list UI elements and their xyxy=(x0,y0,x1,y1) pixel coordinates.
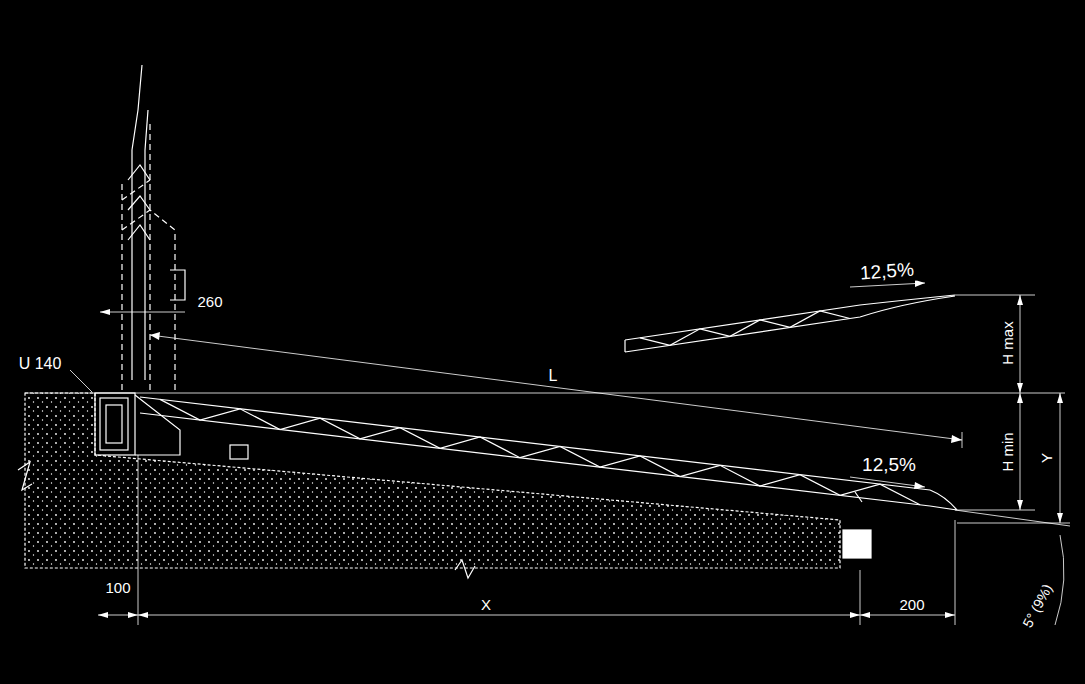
u-frame-inner xyxy=(100,398,128,450)
leveler-lip xyxy=(855,490,957,510)
support-block xyxy=(230,445,248,459)
dimension-label: 260 xyxy=(195,294,224,311)
door-bracket xyxy=(170,270,185,300)
dimension-label: 12,5% xyxy=(860,455,918,476)
bumper-block xyxy=(843,530,871,558)
dimension-line xyxy=(150,335,962,448)
angle-arc xyxy=(1055,535,1064,625)
extension-line xyxy=(955,295,1070,523)
slope-line xyxy=(955,510,1070,526)
raised-truss-web xyxy=(640,311,850,345)
dimension-label: H min xyxy=(1000,430,1017,473)
leveler-deck xyxy=(140,397,930,506)
arrowhead xyxy=(98,612,955,618)
raised-leveler xyxy=(625,295,955,352)
hinge-bracket xyxy=(135,395,180,455)
dock-level-line xyxy=(25,393,1065,394)
dimension-label: Y xyxy=(1039,451,1056,465)
dimension-label: 100 xyxy=(103,580,132,597)
hinge-block xyxy=(106,405,122,443)
u-frame xyxy=(95,393,135,455)
extension-line xyxy=(138,455,955,625)
dimension-line xyxy=(1020,295,1060,523)
arrowhead xyxy=(100,309,110,315)
dimension-label: X xyxy=(479,597,493,614)
dimension-label: 12,5% xyxy=(857,260,916,285)
dimension-label: H max xyxy=(1000,319,1017,366)
dimension-label: 5° (9%) xyxy=(1019,580,1056,632)
arrowhead xyxy=(150,332,962,443)
truss-web xyxy=(160,399,920,504)
dimension-line xyxy=(98,615,955,616)
break-mark xyxy=(18,462,32,490)
slope-arrow xyxy=(850,283,925,487)
break-mark xyxy=(455,560,475,578)
door-zigzag xyxy=(128,165,150,240)
door-outline xyxy=(122,120,175,390)
dimension-label: L xyxy=(547,367,560,385)
dimension-line xyxy=(100,312,185,313)
arrowhead xyxy=(1017,295,1063,523)
leader-line xyxy=(70,370,92,392)
dimension-label: U 140 xyxy=(17,355,64,373)
door-leaf xyxy=(132,65,148,380)
dimension-label: 200 xyxy=(897,597,926,614)
